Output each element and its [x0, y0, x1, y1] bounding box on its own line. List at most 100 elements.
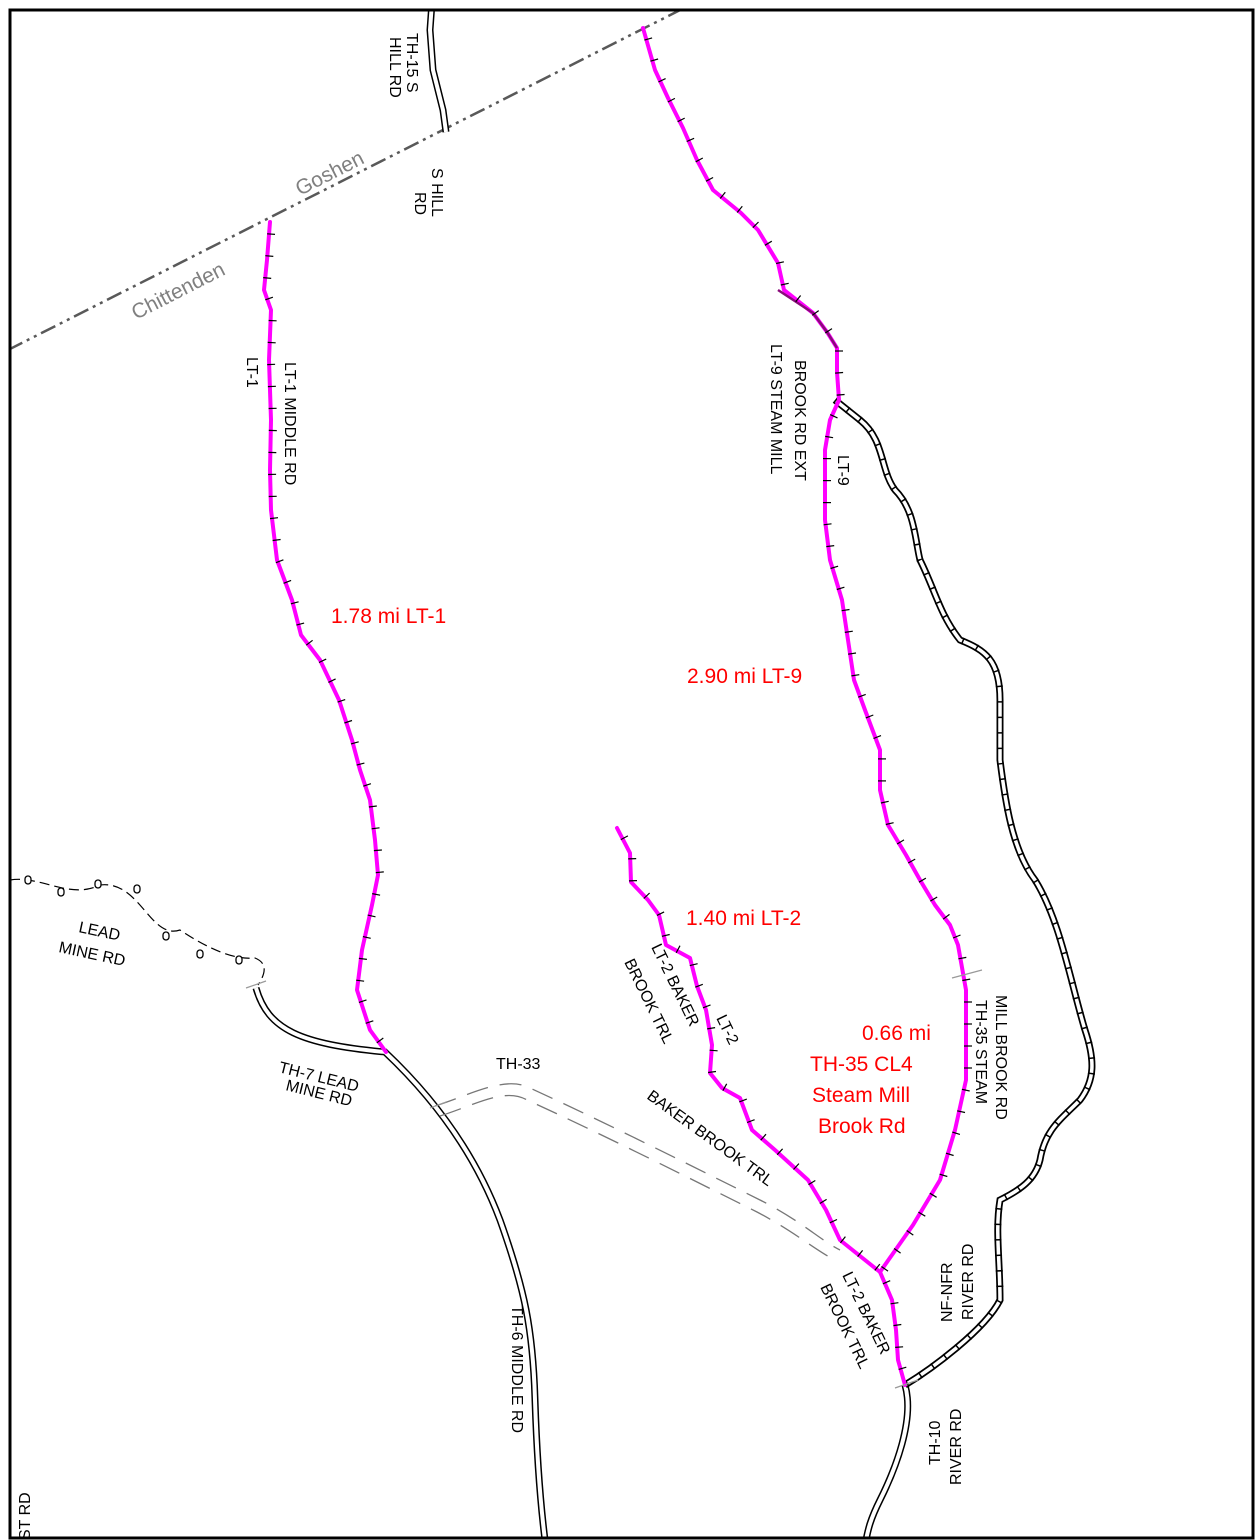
trail-tick — [942, 913, 950, 920]
trail-tick — [656, 911, 665, 916]
trail-tick — [358, 957, 367, 960]
trail-tick — [895, 1346, 904, 1348]
trail-tick — [874, 1263, 881, 1271]
trail-tick — [686, 137, 695, 143]
trail-tick — [283, 579, 292, 584]
trail-tick — [722, 1083, 728, 1091]
trail-tick — [365, 1020, 374, 1024]
distance-label-th35-line4: Brook Rd — [818, 1115, 906, 1138]
trail-tick — [835, 371, 844, 374]
trail-tick — [952, 934, 961, 939]
trail-tick — [275, 559, 284, 564]
trail-tick — [689, 963, 698, 967]
trail-tick — [272, 538, 281, 542]
trail-tick — [795, 295, 802, 303]
trail-tick — [857, 1250, 864, 1257]
trail-tick — [760, 1133, 767, 1141]
trail-tick — [823, 523, 832, 526]
trail-tick — [372, 893, 381, 896]
trail-tick — [836, 393, 845, 396]
trail-tick — [677, 117, 685, 123]
trail-tick — [873, 735, 882, 740]
trail-tick — [896, 839, 905, 845]
distance-label-lt9: 2.90 mi LT-9 — [687, 665, 802, 688]
trail-tick — [368, 805, 377, 808]
trail-tick — [764, 240, 773, 246]
town-boundary-line — [10, 10, 683, 351]
trail-lt-1 — [262, 220, 388, 1054]
trail-tick — [857, 693, 866, 698]
trail-tick — [939, 1173, 948, 1178]
trail-tick — [328, 678, 336, 683]
trail-tick — [267, 233, 276, 235]
trail-tick — [358, 999, 367, 1003]
trail-tick — [829, 414, 838, 419]
label-lt9-short: LT-9 — [834, 455, 851, 486]
trail-tick — [836, 586, 845, 591]
trail-tick — [961, 1088, 970, 1092]
trail-tick — [658, 78, 666, 83]
trail-tick — [650, 58, 659, 62]
trail-tick — [675, 945, 681, 954]
trail-lt-2 — [615, 826, 882, 1274]
trail-tick — [708, 1070, 717, 1074]
trail-tick — [350, 741, 359, 745]
trail-tick — [643, 892, 651, 899]
label-lt1-middle: LT-1 MIDDLE RD — [281, 362, 298, 485]
trail-tick — [893, 1323, 902, 1327]
label-th35-line1: TH-35 STEAM — [972, 1000, 989, 1104]
trail-tick — [825, 435, 834, 439]
distance-label-th35-line2: TH-35 CL4 — [810, 1053, 913, 1076]
trail-tick — [376, 1037, 384, 1044]
trail-tick — [305, 639, 313, 646]
trail-tick — [793, 1163, 800, 1170]
trail-tick — [337, 699, 346, 703]
trail-tick — [736, 205, 743, 213]
trail-tick — [945, 1152, 954, 1157]
trail-tick — [808, 1179, 816, 1186]
label-nfnfr-line1: NF-NFR — [939, 1262, 956, 1322]
label-lt9-line1: LT-9 STEAM MILL — [767, 344, 784, 475]
label-th15-line2: HILL RD — [386, 37, 403, 98]
trail-tick — [824, 328, 833, 334]
trail-tick — [826, 545, 835, 548]
trail-tick — [918, 877, 927, 883]
trail-tick — [695, 157, 704, 163]
trail-tick — [667, 97, 676, 103]
trail-tick — [269, 517, 279, 520]
trail-tick — [363, 783, 372, 787]
trail-tick — [898, 1366, 907, 1370]
trail-tick — [880, 800, 889, 804]
map-frame — [8, 8, 1255, 1540]
label-th15-line1: TH-15 S — [403, 33, 420, 93]
label-shill-line2: RD — [411, 192, 428, 215]
town-label-chittenden: Chittenden — [128, 258, 229, 325]
trail-tick — [958, 956, 967, 960]
trail-tick — [739, 1098, 748, 1103]
trail-tick — [829, 1218, 838, 1224]
trail-tick — [844, 630, 853, 633]
label-lt9-line2: BROOK RD EXT — [791, 360, 808, 481]
trail-tick — [265, 296, 274, 301]
trail-tick — [746, 1119, 755, 1124]
trail-tick — [620, 835, 629, 841]
trail-tick — [851, 674, 860, 677]
road-lead-mine-rd — [10, 878, 265, 986]
label-th10-line2: RIVER RD — [948, 1409, 965, 1485]
label-lt2-short: LT-2 — [712, 1012, 741, 1047]
distance-label-lt1: 1.78 mi LT-1 — [331, 605, 446, 628]
trail-tick — [707, 1027, 716, 1030]
trail-tick — [848, 652, 857, 655]
label-shill-line1: S HILL — [428, 168, 445, 217]
label-nfnfr-line2: RIVER RD — [960, 1244, 977, 1320]
trail-tick — [752, 221, 759, 229]
trail-tick — [893, 1248, 901, 1254]
trail-tick — [367, 914, 376, 918]
trail-tick — [709, 1049, 718, 1052]
trail-tick — [356, 979, 365, 982]
trail-tick — [918, 1211, 926, 1217]
trail-tick — [881, 1266, 889, 1272]
trail-tick — [839, 1236, 846, 1244]
trail-tick — [780, 282, 789, 286]
distance-label-lt2: 1.40 mi LT-2 — [686, 907, 801, 930]
